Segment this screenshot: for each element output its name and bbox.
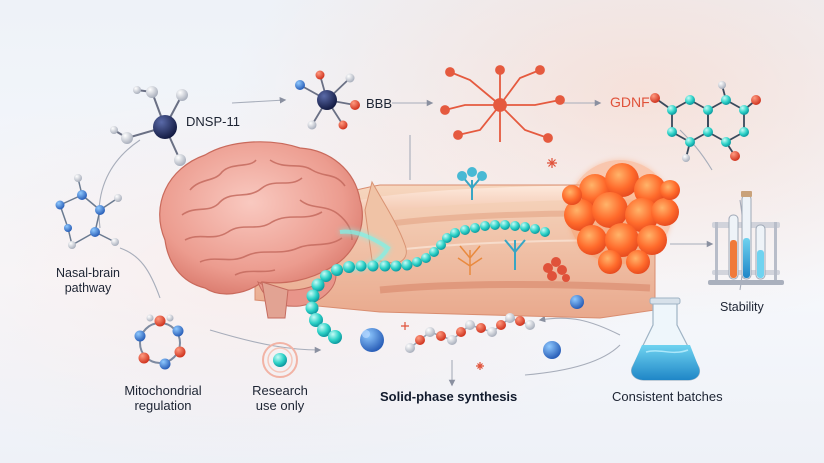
- flask: [631, 297, 701, 381]
- protein-sphere-right: [543, 341, 561, 359]
- teal-peptide-chain: [305, 220, 550, 344]
- solid-phase-synthesis-label: Solid-phase synthesis: [380, 389, 518, 404]
- neuron-branch: [440, 65, 565, 143]
- dnsp11-label: DNSP-11: [186, 114, 240, 129]
- gdnf-label: GDNF: [610, 94, 650, 110]
- gdnf-cluster: [562, 160, 680, 274]
- research-use-only-label: Research use only: [252, 383, 308, 413]
- protein-sphere-small: [570, 295, 584, 309]
- dnsp11-molecule: [110, 86, 188, 166]
- mitochondrial-regulation-label: Mitochondrial regulation: [124, 383, 202, 413]
- ring-molecule: [134, 314, 186, 370]
- protein-sphere-left: [360, 328, 384, 352]
- bbb-molecule: [295, 70, 360, 130]
- target-icon: [262, 342, 298, 378]
- brain: [159, 141, 363, 319]
- nasal-brain-pathway-label: Nasal-brain pathway: [56, 266, 120, 295]
- gdnf-molecule: [650, 81, 761, 162]
- stability-label: Stability: [720, 300, 764, 314]
- red-bead-chain: [405, 313, 535, 353]
- consistent-batches-label: Consistent batches: [612, 389, 723, 404]
- test-tube-rack: [708, 191, 784, 285]
- network-molecule: [55, 174, 122, 249]
- star-particles: [401, 158, 557, 370]
- bbb-label: BBB: [366, 96, 393, 111]
